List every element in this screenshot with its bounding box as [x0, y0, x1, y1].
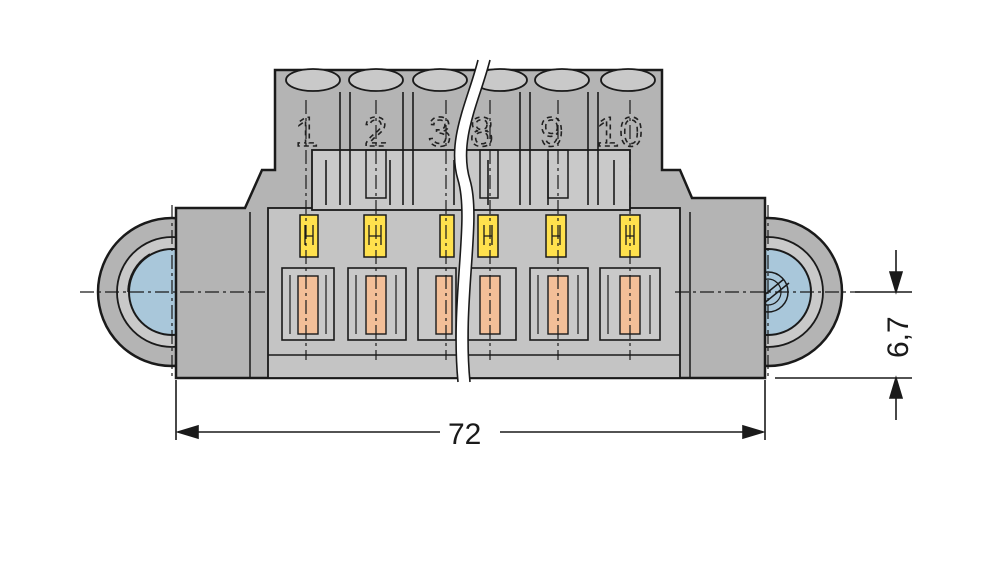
pin-label-10: 10 [596, 108, 643, 155]
pitch-dimension [775, 250, 912, 420]
clamp-chambers [281, 267, 661, 341]
release-lever-3 [439, 214, 455, 258]
pin-label-1: 1 [295, 108, 318, 155]
pin-label-3: 3 [428, 108, 451, 155]
pin-label-9: 9 [540, 108, 563, 155]
clamp-spring-1 [297, 275, 319, 335]
pitch-dimension-label: 6,7 [882, 316, 915, 358]
width-dimension [175, 380, 766, 440]
clamp-spring-3 [435, 275, 453, 335]
centerlines [80, 100, 860, 378]
width-dimension-label: 72 [448, 418, 481, 451]
break-line [453, 59, 491, 383]
pin-labels: 1 2 3 8 9 10 [294, 107, 643, 156]
